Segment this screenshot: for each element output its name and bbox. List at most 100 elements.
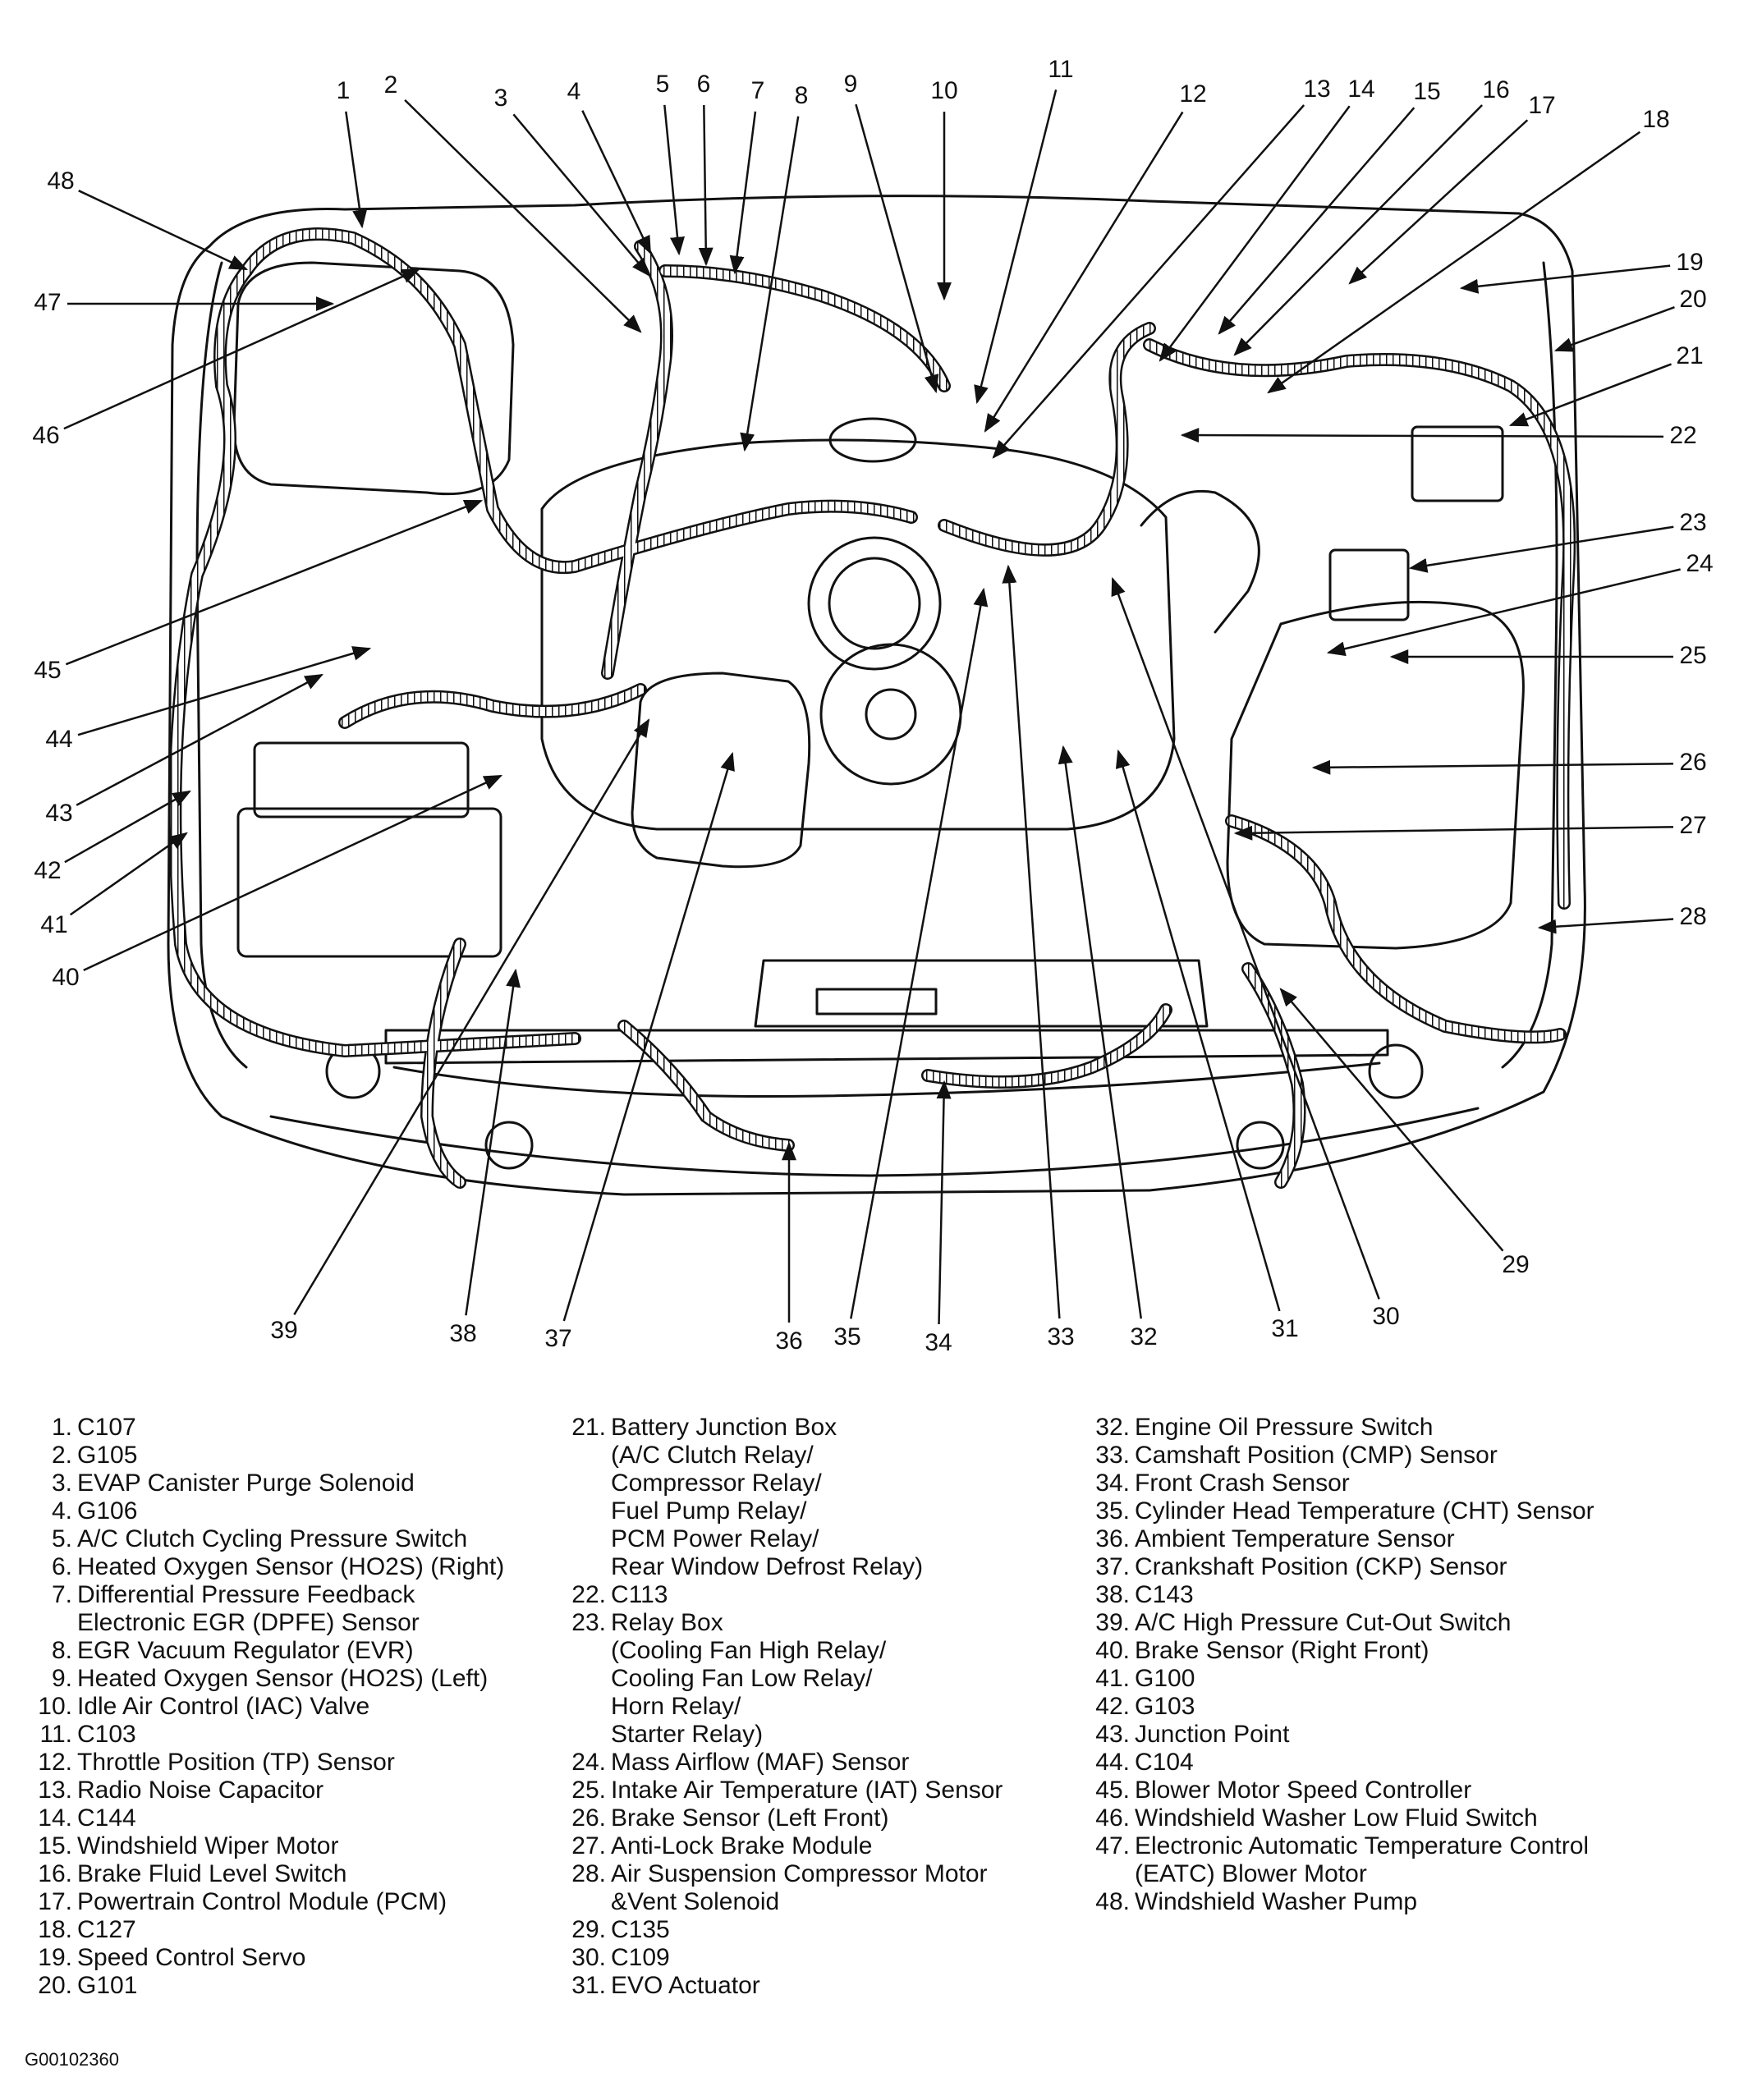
legend-item: 13.Radio Noise Capacitor [25,1777,504,1804]
callout-leader-11 [974,89,1058,405]
right-fender [1501,261,1558,1069]
callout-leader-2 [404,99,642,333]
legend-item-number: 36. [1095,1525,1130,1552]
legend-item-continuation: Starter Relay) [611,1721,764,1748]
legend-item: 22.C113 [558,1581,1003,1609]
relay-box [1328,548,1410,621]
legend-item-label: Air Suspension Compressor Motor [611,1860,988,1887]
legend-item-label: Radio Noise Capacitor [77,1777,324,1804]
legend-item-number: 1. [51,1414,72,1441]
callout-number-7: 7 [751,77,765,104]
callout-leader-30 [1111,576,1380,1300]
callout-number-28: 28 [1679,903,1706,930]
legend-item-label: EGR Vacuum Regulator (EVR) [77,1637,414,1664]
callout-leader-38 [465,968,521,1316]
legend-item-label: Windshield Washer Pump [1135,1888,1418,1915]
callout-leader-39 [293,718,650,1316]
callout-leader-18 [1267,131,1641,394]
callout-number-19: 19 [1676,249,1703,276]
legend-item-continuation: (A/C Clutch Relay/ [611,1442,814,1469]
legend-item-label: Cylinder Head Temperature (CHT) Sensor [1135,1497,1594,1525]
legend-item: 18.C127 [25,1916,504,1944]
figure-id: G00102360 [25,2049,119,2070]
callout-number-23: 23 [1679,509,1706,536]
legend-item-continuation: Cooling Fan Low Relay/ [611,1665,873,1692]
legend-item-label: Brake Sensor (Left Front) [611,1804,889,1832]
legend-item-label: Idle Air Control (IAC) Valve [77,1693,370,1720]
legend-item-label: C104 [1135,1749,1194,1776]
legend-item: 26.Brake Sensor (Left Front) [558,1804,1003,1832]
legend-item-number: 11. [39,1721,72,1748]
legend-item-label: C127 [77,1916,136,1943]
legend-item-number: 26. [571,1804,606,1832]
legend-item-label: G106 [77,1497,138,1525]
callout-leader-31 [1115,749,1281,1312]
legend-item-number: 30. [571,1944,606,1971]
legend-item-number: 2. [51,1442,72,1469]
callout-number-26: 26 [1679,749,1706,776]
alternator [807,536,942,671]
legend-item: 16.Brake Fluid Level Switch [25,1860,504,1888]
callout-number-11: 11 [1048,56,1073,83]
callout-number-41: 41 [40,911,67,938]
legend-item-label: C107 [77,1414,136,1441]
legend-item-continuation: &Vent Solenoid [611,1888,780,1915]
legend-item-number: 12. [38,1749,72,1776]
legend-item-label: Windshield Washer Low Fluid Switch [1135,1804,1538,1832]
legend-item-label: Brake Sensor (Right Front) [1135,1637,1429,1664]
legend-item-number: 32. [1095,1414,1130,1441]
legend-item-number: 17. [38,1888,72,1915]
callout-leader-14 [1159,105,1351,362]
engine-block [540,438,1176,831]
legend-item: 36.Ambient Temperature Sensor [1082,1525,1594,1553]
callout-leader-15 [1218,107,1416,335]
legend-item-number: 42. [1095,1693,1130,1720]
callout-number-13: 13 [1303,76,1330,103]
callout-leader-32 [1058,745,1143,1319]
legend-item-number: 38. [1095,1581,1130,1608]
legend-item: 21.Battery Junction Box [558,1414,1003,1442]
oil-fill-cap [828,417,917,463]
legend-item: 38.C143 [1082,1581,1594,1609]
legend-item-label: Junction Point [1135,1721,1290,1748]
callout-leader-40 [83,774,503,971]
callout-number-15: 15 [1413,78,1440,105]
legend-item-continuation: Horn Relay/ [611,1693,741,1720]
callout-leader-34 [936,1080,952,1325]
legend-item-number: 47. [1095,1832,1130,1859]
callout-number-35: 35 [833,1323,860,1350]
callout-number-20: 20 [1679,286,1706,313]
callout-leader-41 [69,832,188,916]
legend-item-label: Heated Oxygen Sensor (HO2S) (Left) [77,1665,489,1692]
legend-item-label: Battery Junction Box [611,1414,837,1441]
callout-leader-33 [1002,564,1061,1319]
legend-item-number: 24. [571,1749,606,1776]
legend-item-label: EVAP Canister Purge Solenoid [77,1470,415,1497]
legend-item: 23.Relay Box [558,1609,1003,1637]
callout-number-39: 39 [270,1317,297,1344]
engine-line-art [167,195,1586,1196]
legend-item: 27.Anti-Lock Brake Module [558,1832,1003,1860]
legend-item: 31.EVO Actuator [558,1972,1003,2000]
legend-item-label: Engine Oil Pressure Switch [1135,1414,1434,1441]
callout-number-8: 8 [795,82,809,109]
legend-item-number: 16. [38,1860,72,1887]
callout-leader-35 [850,587,989,1319]
legend-item-label: A/C High Pressure Cut-Out Switch [1135,1609,1512,1636]
legend-item: 5.A/C Clutch Cycling Pressure Switch [25,1525,504,1553]
legend-item-label: Throttle Position (TP) Sensor [77,1749,395,1776]
legend-item: 19.Speed Control Servo [25,1944,504,1972]
callout-number-27: 27 [1679,812,1706,839]
washer-reservoir [232,261,515,496]
legend-item-number: 13. [38,1777,72,1804]
callout-leader-42 [64,790,191,864]
legend-item-number: 18. [38,1916,72,1943]
legend-item: 14.C144 [25,1804,504,1832]
legend-item-label: C103 [77,1721,136,1748]
legend-item: 39.A/C High Pressure Cut-Out Switch [1082,1609,1594,1637]
callout-number-21: 21 [1676,342,1703,369]
legend-item: 45.Blower Motor Speed Controller [1082,1777,1594,1804]
legend-item: 42.G103 [1082,1693,1594,1721]
